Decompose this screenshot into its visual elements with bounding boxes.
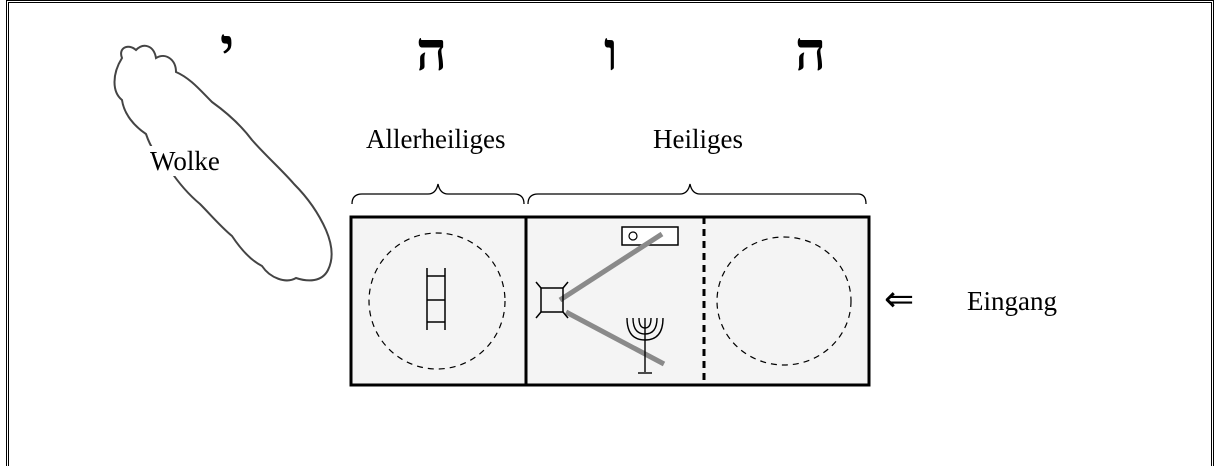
holy-of-holies-label: Allerheiliges [366,124,506,154]
brace-holy-place [527,183,867,205]
cloud-shape [113,44,333,282]
courtyard-circle [716,236,852,366]
showbread-table-dot [628,231,638,241]
gray-beam-upper [558,231,664,303]
holy-of-holies-circle [368,232,506,370]
hebrew-letter-he-second: ה [795,19,827,83]
incense-altar-icon [535,281,569,319]
showbread-table-icon [621,226,679,246]
holy-place-label: Heiliges [653,124,743,154]
room-fill [351,217,869,385]
hebrew-letter-he-first: ה [416,19,448,83]
ark-icon [426,268,446,330]
cloud-label: Wolke [150,146,220,176]
menorah-icon [626,317,664,374]
entrance-label: Eingang [967,286,1057,316]
page-frame [6,0,1214,466]
hebrew-letter-yod: י [220,15,235,79]
brace-holy-of-holies [351,183,525,205]
hebrew-letter-vav: ו [604,19,618,83]
tabernacle-outline [349,215,871,387]
entrance-arrow-icon: ⇐ [884,279,915,320]
gray-beam-lower [564,309,666,367]
